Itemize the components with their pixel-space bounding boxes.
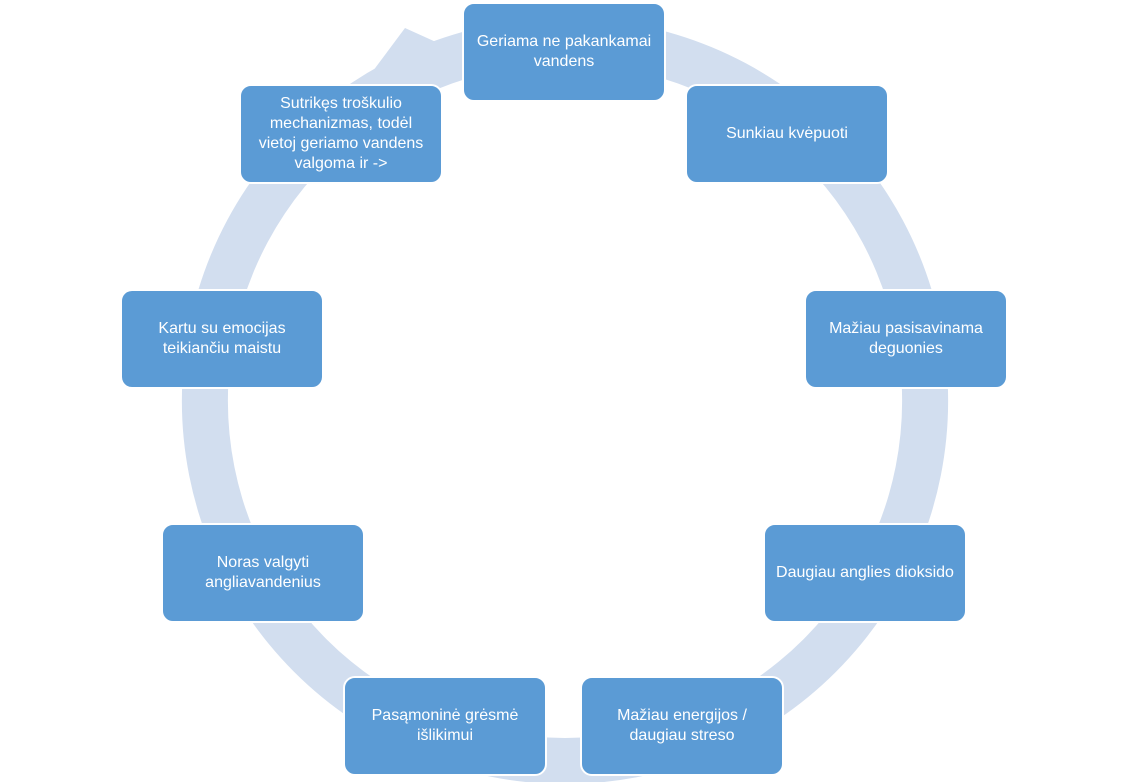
- cycle-node-carb-craving: Noras valgyti angliavandenius: [161, 523, 365, 623]
- cycle-node-emotional-food: Kartu su emocijas teikiančiu maistu: [120, 289, 324, 389]
- cycle-node-less-energy: Mažiau energijos / daugiau streso: [580, 676, 784, 776]
- cycle-node-insufficient-water: Geriama ne pakankamai vandens: [462, 2, 666, 102]
- cycle-node-harder-breathing: Sunkiau kvėpuoti: [685, 84, 889, 184]
- cycle-node-survival-threat: Pasąmoninė grėsmė išlikimui: [343, 676, 547, 776]
- cycle-node-thirst-mechanism: Sutrikęs troškulio mechanizmas, todėl vi…: [239, 84, 443, 184]
- cycle-node-more-co2: Daugiau anglies dioksido: [763, 523, 967, 623]
- cycle-node-less-oxygen: Mažiau pasisavinama deguonies: [804, 289, 1008, 389]
